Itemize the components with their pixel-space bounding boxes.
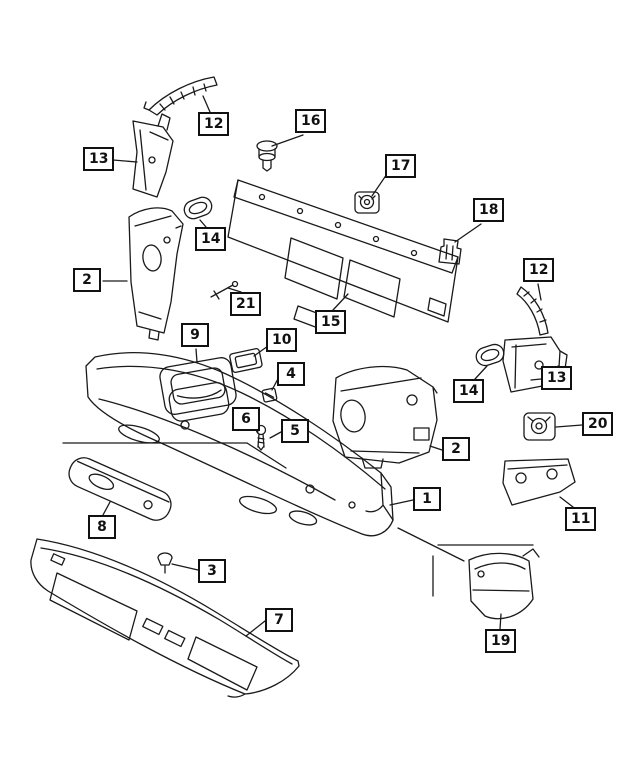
callout-8: 8 [88,515,116,539]
part-retainer-clip-icon [438,238,462,265]
callout-13-right: 13 [541,366,573,390]
callout-20: 20 [582,412,614,436]
callout-16: 16 [295,109,327,133]
part-upper-rail-strip-icon [143,76,218,116]
callout-7: 7 [265,608,293,632]
callout-2-left: 2 [73,268,101,292]
part-closeout-left-icon [128,207,184,341]
part-plate-icon [229,348,263,374]
part-lower-rail-strip-icon [516,286,549,336]
part-grommet-left-icon [183,196,213,220]
callout-17: 17 [385,154,417,178]
part-u-nut-icon [523,412,556,441]
part-push-pin-icon [256,140,278,172]
callout-13-upper-left: 13 [83,147,115,171]
part-plug-icon [157,552,173,574]
callout-4: 4 [277,362,305,386]
callout-3: 3 [198,559,226,583]
callout-10: 10 [266,328,298,352]
part-bumper-fascia-icon [85,352,394,537]
callout-12-upper: 12 [198,112,230,136]
callout-21: 21 [230,292,262,316]
leader-lines [62,95,583,637]
callout-9: 9 [181,323,209,347]
part-lower-valance-icon [30,538,300,698]
callout-14-right: 14 [453,379,485,403]
part-small-clip-icon [261,387,278,403]
callout-1: 1 [413,487,441,511]
callout-2-right: 2 [442,437,470,461]
part-side-bracket-left-icon [132,113,174,198]
part-closeout-right-icon [332,365,438,469]
part-grommet-right-icon [475,343,505,367]
callout-6: 6 [232,407,260,431]
part-step-pad-icon [68,457,172,521]
callout-19: 19 [485,629,517,653]
part-nut-icon [354,191,380,214]
part-impact-absorber-icon [227,179,459,332]
part-reflector-lamp-icon [468,548,540,620]
callout-5: 5 [281,419,309,443]
callout-12-right: 12 [523,258,555,282]
callout-11: 11 [565,507,597,531]
callout-15: 15 [315,310,347,334]
part-support-bracket-icon [502,458,576,506]
callout-18: 18 [473,198,505,222]
callout-14-left: 14 [195,227,227,251]
part-screw-rivet-icon [210,280,239,300]
